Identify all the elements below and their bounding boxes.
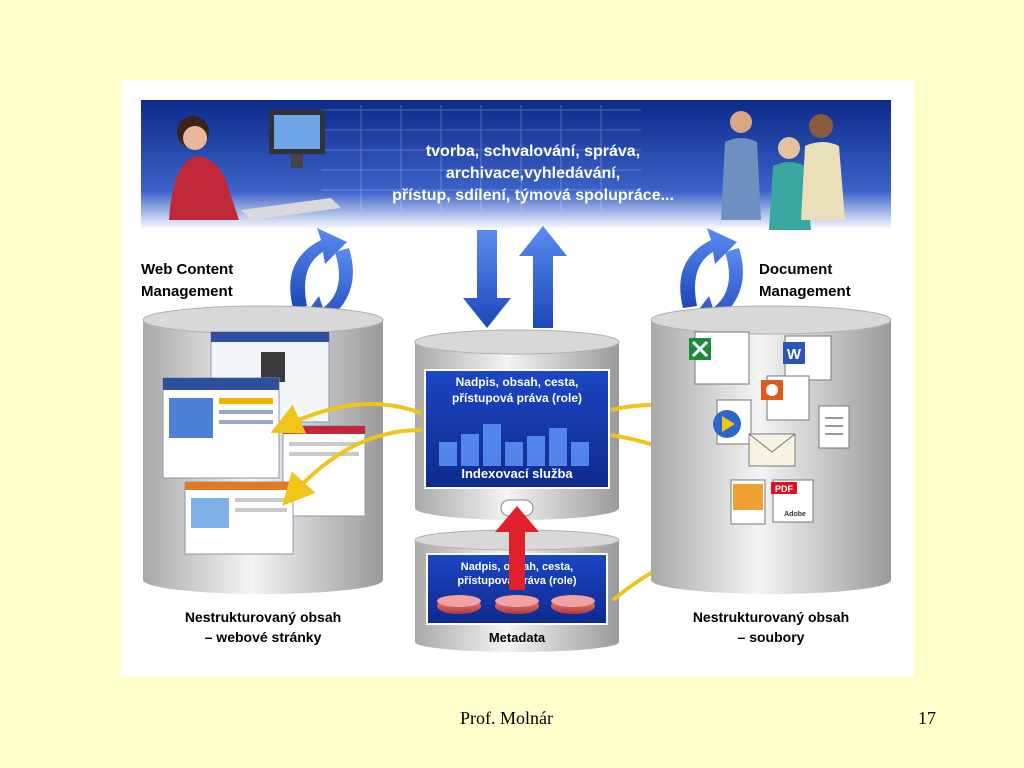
left-system-title-line-2: Management [141, 283, 233, 300]
index-bars-icon [439, 424, 589, 466]
banner-grid [321, 105, 641, 210]
pdf-file-icon: PDF Adobe [771, 479, 814, 523]
email-envelope-icon [748, 433, 796, 467]
footer-author: Prof. Molnár [460, 708, 553, 728]
pdf-icon-label: PDF [775, 484, 794, 494]
adobe-icon-label: Adobe [784, 511, 806, 518]
metadata-label: Metadata [489, 630, 546, 645]
diagram-image: tvorba, schvalování, správa, archivace,v… [121, 80, 914, 677]
metadata-disks-icon [437, 595, 595, 614]
team-illustration [721, 111, 845, 230]
index-panel-line-2: přístupová práva (role) [452, 391, 582, 405]
word-icon-letter: W [787, 346, 802, 363]
excel-file-icon [689, 331, 750, 385]
media-file-icon [713, 399, 752, 445]
notepad-file-icon [818, 405, 850, 449]
left-caption-line-2: – webové stránky [205, 629, 322, 645]
red-link-arrow-icon [495, 499, 539, 590]
index-panel-line-1: Nadpis, obsah, cesta, [456, 375, 579, 389]
banner-line-1: tvorba, schvalování, správa, [426, 143, 640, 160]
right-caption-line-1: Nestrukturovaný obsah [693, 609, 849, 625]
word-file-icon: W [783, 335, 832, 381]
left-system-title-line-1: Web Content [141, 261, 233, 278]
office-worker-illustration [169, 110, 341, 220]
page-number: 17 [918, 708, 936, 728]
center-bidirectional-arrows-icon [463, 226, 567, 328]
image-file-icon [730, 479, 766, 525]
right-system-title-line-1: Document [759, 261, 832, 278]
diagram-svg: tvorba, schvalování, správa, archivace,v… [141, 100, 892, 652]
index-service-label: Indexovací služba [461, 466, 573, 481]
web-page-screenshots [162, 331, 366, 555]
banner-line-2: archivace,vyhledávání, [446, 165, 620, 182]
left-caption-line-1: Nestrukturovaný obsah [185, 609, 341, 625]
index-service-panel [424, 369, 610, 489]
powerpoint-file-icon [761, 375, 810, 421]
right-caption-line-2: – soubory [738, 629, 805, 645]
banner-line-3: přístup, sdílení, týmová spolupráce... [392, 187, 674, 204]
right-system-title-line-2: Management [759, 283, 851, 300]
